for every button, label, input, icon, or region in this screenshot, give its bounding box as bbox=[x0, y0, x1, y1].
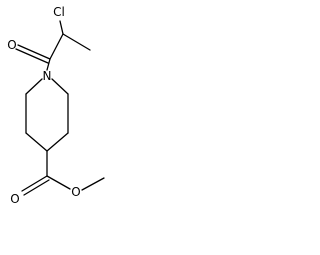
bond-chcl-ch3 bbox=[62, 33, 91, 51]
bond-ester-co-2 bbox=[23, 179, 50, 196]
atom-chlorine: Cl bbox=[53, 5, 65, 19]
bond-ester-o-ch3 bbox=[81, 177, 105, 191]
nitrogen-label: N bbox=[43, 69, 52, 83]
bond-cl-c bbox=[59, 20, 64, 35]
bond-ring-c5-c4 bbox=[46, 132, 69, 152]
structure-diagram: Cl O N O O bbox=[7, 5, 105, 206]
bond-ester-co-1 bbox=[21, 175, 48, 192]
bond-carbonyl-o-1 bbox=[17, 44, 51, 60]
ester-oxygen-label: O bbox=[71, 185, 80, 199]
bond-ester-c-o bbox=[46, 175, 71, 190]
ester-carbonyl-oxygen-label: O bbox=[10, 192, 19, 206]
atom-ester-oxygen: O bbox=[71, 185, 80, 199]
bond-carbonyl-o-2 bbox=[15, 48, 49, 64]
chlorine-label: Cl bbox=[53, 5, 65, 19]
carbonyl-oxygen-label: O bbox=[7, 38, 16, 52]
atom-carbonyl-oxygen: O bbox=[7, 38, 16, 52]
atom-ester-carbonyl-oxygen: O bbox=[10, 192, 19, 206]
bond-ring-n-c2 bbox=[25, 78, 43, 95]
bond-chcl-carbonyl bbox=[49, 33, 64, 60]
bond-ring-c3-c4 bbox=[25, 132, 48, 152]
atom-nitrogen: N bbox=[43, 69, 52, 83]
bond-ring-n-c6 bbox=[51, 78, 69, 95]
bond-carbonyl-n bbox=[46, 58, 51, 71]
